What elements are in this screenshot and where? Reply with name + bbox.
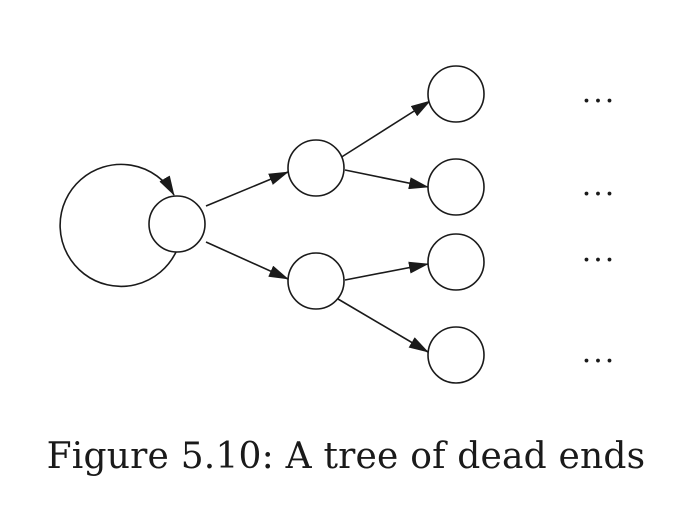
tree-node-leaf-3 [427, 233, 485, 291]
continuation-ellipsis-4: ··· [582, 344, 617, 379]
edge-root-to-level1-bottom [205, 241, 289, 280]
tree-node-level1-bottom [287, 252, 345, 310]
figure-caption: Figure 5.10: A tree of dead ends [46, 436, 646, 477]
tree-node-level1-top [287, 139, 345, 197]
tree-graph: ··· ··· ··· ··· [59, 65, 617, 384]
edge-level1-top-to-leaf-1 [339, 100, 431, 159]
edge-root-self-loop [59, 163, 177, 288]
edge-level1-top-to-leaf-2 [344, 169, 429, 190]
edge-level1-bottom-to-leaf-4 [337, 298, 429, 353]
continuation-ellipsis-2: ··· [582, 177, 617, 212]
continuation-ellipsis-3: ··· [582, 243, 617, 278]
edge-root-to-level1-top [205, 171, 289, 207]
tree-node-leaf-4 [427, 326, 485, 384]
tree-node-leaf-2 [427, 158, 485, 216]
continuation-ellipsis-1: ··· [582, 84, 617, 119]
tree-node-root [148, 195, 206, 253]
tree-node-leaf-1 [427, 65, 485, 123]
edge-level1-bottom-to-leaf-3 [344, 261, 429, 281]
